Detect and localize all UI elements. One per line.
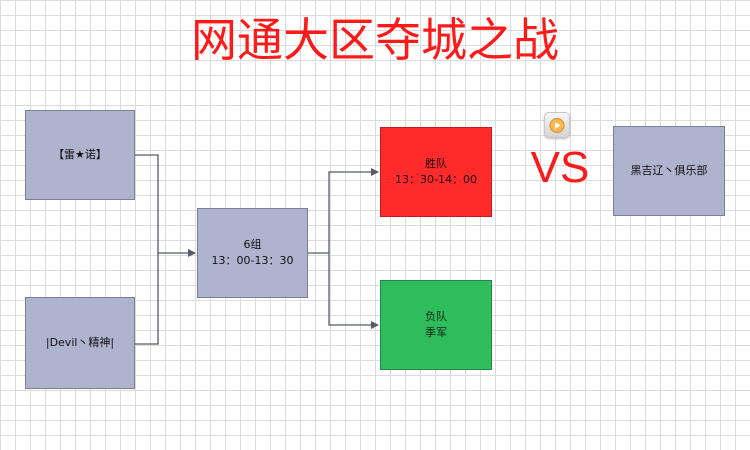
winner-box[interactable]: 胜队 13：30-14：00: [380, 127, 492, 217]
loser-box[interactable]: 负队 季军: [380, 280, 492, 370]
group-box[interactable]: 6组 13：00-13：30: [197, 208, 308, 298]
loser-label: 负队: [425, 310, 447, 323]
page-title: 网通大区夺城之战: [191, 13, 559, 67]
team-box-heiji[interactable]: 黑吉辽丶俱乐部: [613, 126, 725, 216]
arrow-to-loser: [328, 253, 379, 329]
media-play-icon[interactable]: [544, 112, 570, 138]
group-time: 13：00-13：30: [211, 254, 294, 267]
loser-result: 季军: [425, 326, 447, 339]
winner-time: 13：30-14：00: [395, 173, 477, 186]
connector-devil-to-group: [135, 253, 159, 345]
arrow-to-winner: [328, 168, 379, 253]
team-name-devil: |Devil丶精神|: [45, 336, 115, 349]
team-name-leinuo: 【雷★诺】: [53, 148, 107, 161]
team-box-leinuo[interactable]: 【雷★诺】: [25, 110, 135, 200]
vs-label: VS: [530, 143, 590, 192]
group-name: 6组: [243, 238, 262, 251]
team-name-heiji: 黑吉辽丶俱乐部: [630, 164, 708, 177]
connector-leinuo-to-group: [135, 154, 159, 253]
winner-label: 胜队: [425, 157, 447, 170]
team-box-devil[interactable]: |Devil丶精神|: [25, 297, 135, 389]
